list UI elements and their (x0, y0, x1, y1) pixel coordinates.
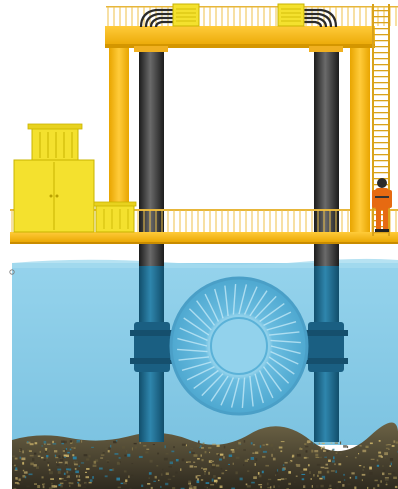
rotor-hub-opening (211, 318, 267, 374)
transformer-top (32, 126, 78, 162)
tidal-turbine-rotor (171, 278, 307, 414)
walkway-deck (10, 232, 398, 244)
cable-loops (141, 10, 336, 27)
gantry-column-right (350, 44, 370, 232)
